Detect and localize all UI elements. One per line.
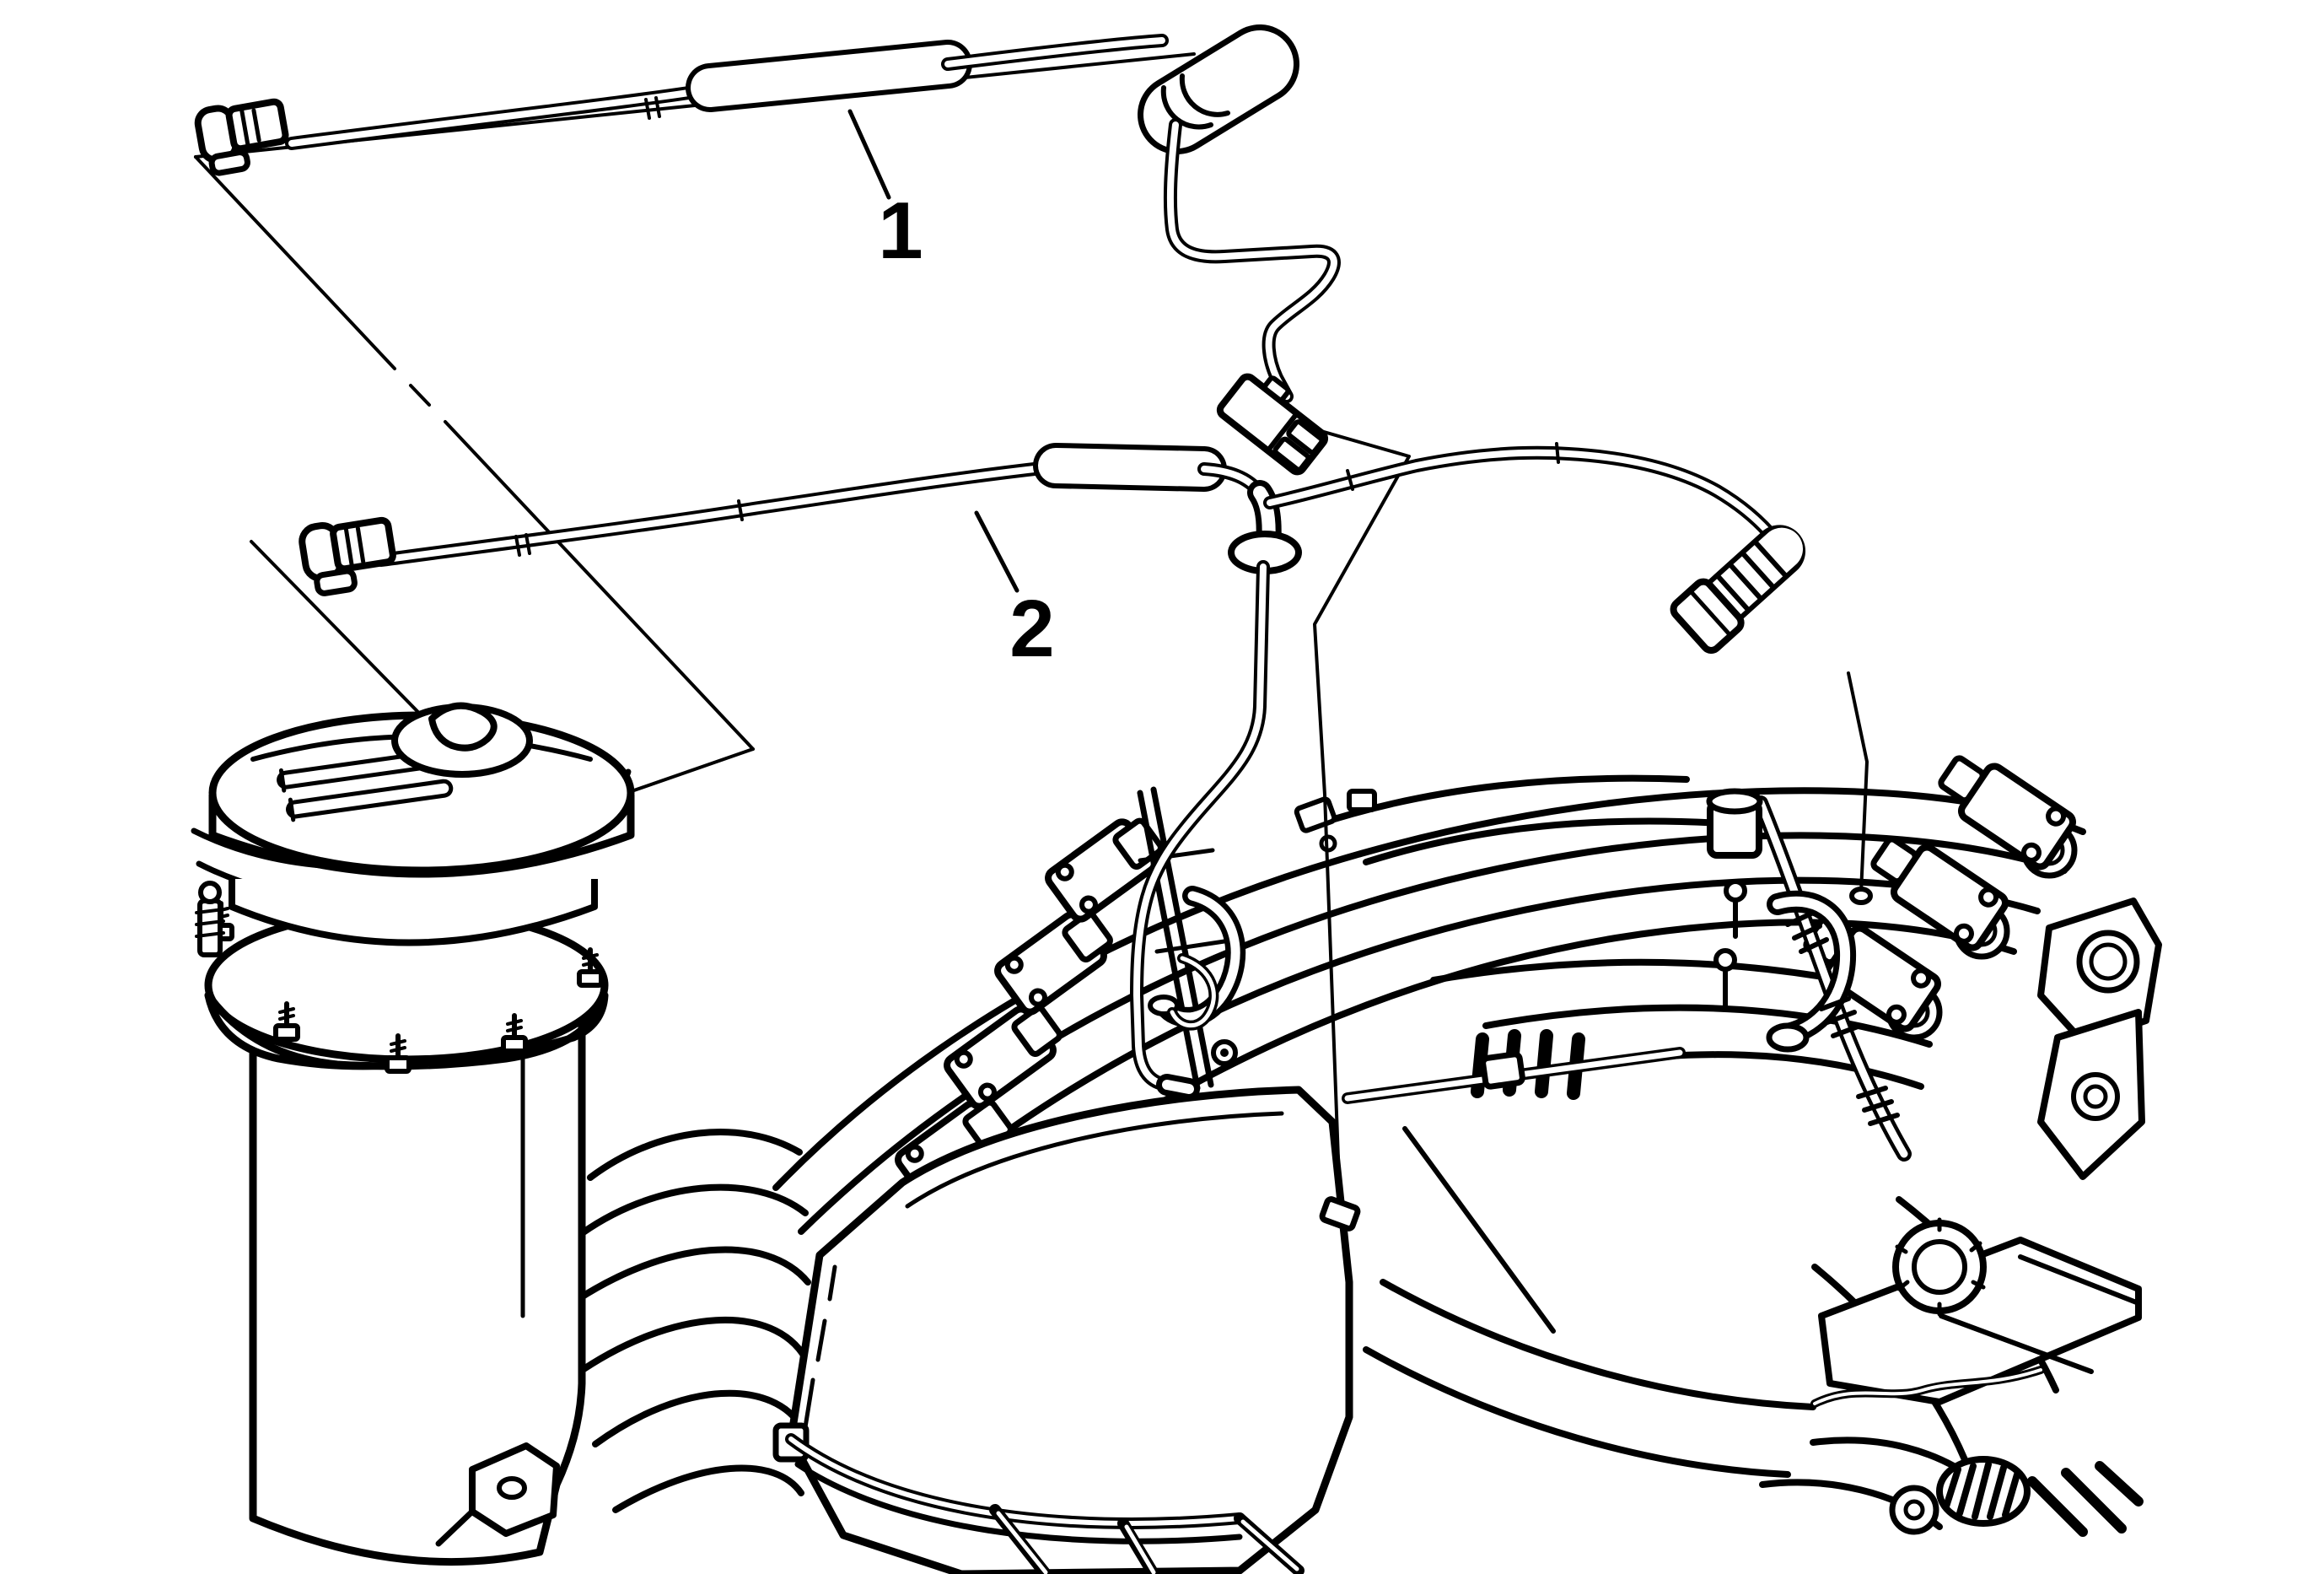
corrugated-connector-pipe2 [1670, 525, 1806, 655]
rail-connection-port-left [1319, 1196, 1361, 1232]
projection-diagonal-dash [409, 384, 431, 407]
callout-2-leader [974, 510, 1019, 593]
shield-slats [989, 1504, 1305, 1574]
engine-mount-bracket [2037, 898, 2162, 1180]
projection-diagonal-a [194, 155, 396, 370]
pump-side-stud [195, 881, 225, 957]
intake-duct-swirls [565, 1129, 811, 1513]
pointer-line-2-connection [1847, 671, 1869, 894]
fuel-pump-module [191, 702, 635, 1566]
front-cover-flange [1815, 1217, 2142, 1404]
rail-connection-port-right [1849, 887, 1873, 905]
engine-front-shield [772, 1086, 1353, 1574]
callout-1-label: 1 [878, 186, 923, 276]
accessory-drive-area [1759, 1437, 2144, 1537]
throttle-cable-tube [1706, 788, 1763, 859]
quick-connect-fitting-pipe2 [299, 516, 396, 596]
callout-1-leader [847, 109, 891, 200]
projection-diagonal-b [444, 420, 755, 751]
fuel-return-evap-pipe [299, 442, 1806, 1089]
fuel-rail-right [1713, 803, 1904, 1154]
engine-assembly [565, 755, 2162, 1574]
pump-bottom-bracket [435, 1442, 560, 1547]
pointer-lines [1310, 427, 1869, 1206]
fuel-feed-pipe [194, 40, 1336, 476]
quick-connect-fitting-pipe1 [194, 98, 289, 176]
pump-canister [249, 983, 586, 1566]
manifold-bracket-beam [1348, 1053, 1680, 1334]
elbow-quick-connect-pipe1 [1216, 373, 1329, 476]
callouts: 1 2 [847, 109, 1055, 674]
pump-collar [229, 879, 598, 946]
pump-cap [391, 702, 533, 778]
clamp-bolts [207, 901, 604, 1074]
pointer-line-1-connection [1310, 427, 1411, 1206]
callout-2-label: 2 [1009, 584, 1054, 674]
